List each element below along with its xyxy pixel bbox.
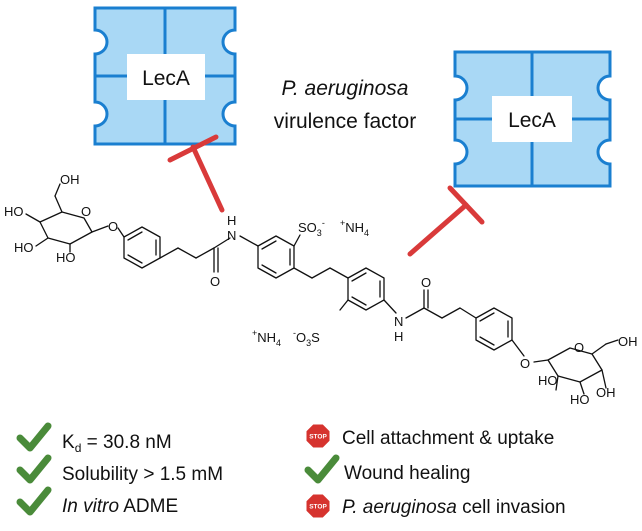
central-ring-a [239,234,349,279]
leca-left-label: LecA [142,67,190,90]
svg-text:STOP: STOP [309,434,327,441]
so3-label: SO3- [298,218,325,238]
o-label: O [108,219,118,234]
leca-right: LecA [453,50,612,188]
effect-wound-healing: Wound healing [304,454,470,484]
effect-cell-attachment: STOP Cell attachment & uptake [305,423,554,449]
central-ring-b [339,267,397,314]
right-linker [405,289,477,319]
check-icon [16,422,52,452]
virulence-organism: P. aeruginosa [282,77,409,100]
leca-left: LecA [93,6,237,146]
check-icon [16,454,52,484]
property-solubility: Solubility > 1.5 mM [16,454,223,485]
check-icon [16,486,52,516]
inhibit-left [167,134,225,213]
o-label: O [520,356,530,371]
nh4-label: +NH4 [252,328,281,348]
nh-label: H [227,213,236,228]
solubility-text: Solubility > 1.5 mM [62,464,223,485]
left-galactose [25,183,125,253]
leca-left-label-box [127,54,205,100]
ho-label: HO [56,250,76,265]
oh-label: OH [596,385,616,400]
nh-label: N [394,314,403,329]
kd-text: Kd = 30.8 nM [62,432,172,455]
cell-invasion-text: P. aeruginosa cell invasion [342,497,566,518]
ho-label: HO [14,240,34,255]
carbonyl-o-label: O [421,275,431,290]
o-label: O [574,340,584,355]
virulence-label: virulence factor [274,110,416,133]
o3s-label: -O3S [293,328,320,348]
molecule-structure: OH HO O HO HO O O H N [4,172,638,407]
inhibit-right [407,185,485,257]
property-adme: In vitro ADME [16,486,178,517]
check-icon [304,454,340,484]
ho-label: HO [4,204,24,219]
ho-label: HO [570,392,590,407]
cell-attachment-text: Cell attachment & uptake [342,428,554,449]
right-galactose [547,339,619,395]
nh-label: H [394,329,403,344]
svg-text:STOP: STOP [309,504,327,511]
stop-sign-icon: STOP [305,493,331,519]
nh4-label: +NH4 [340,218,369,238]
leca-right-label-box [492,96,572,142]
right-phenyl [475,307,549,363]
wound-healing-text: Wound healing [344,463,470,484]
o-label: O [81,204,91,219]
oh-label: OH [618,334,638,349]
oh-label: OH [60,172,80,187]
effect-cell-invasion: STOP P. aeruginosa cell invasion [305,493,566,519]
leca-right-label: LecA [508,109,556,132]
ho-label: HO [538,373,558,388]
adme-text: In vitro ADME [62,496,178,517]
stop-sign-icon: STOP [305,423,331,449]
property-kd: Kd = 30.8 nM [16,422,172,455]
left-phenyl [123,226,231,273]
carbonyl-o-label: O [210,274,220,289]
nh-label: N [227,228,236,243]
